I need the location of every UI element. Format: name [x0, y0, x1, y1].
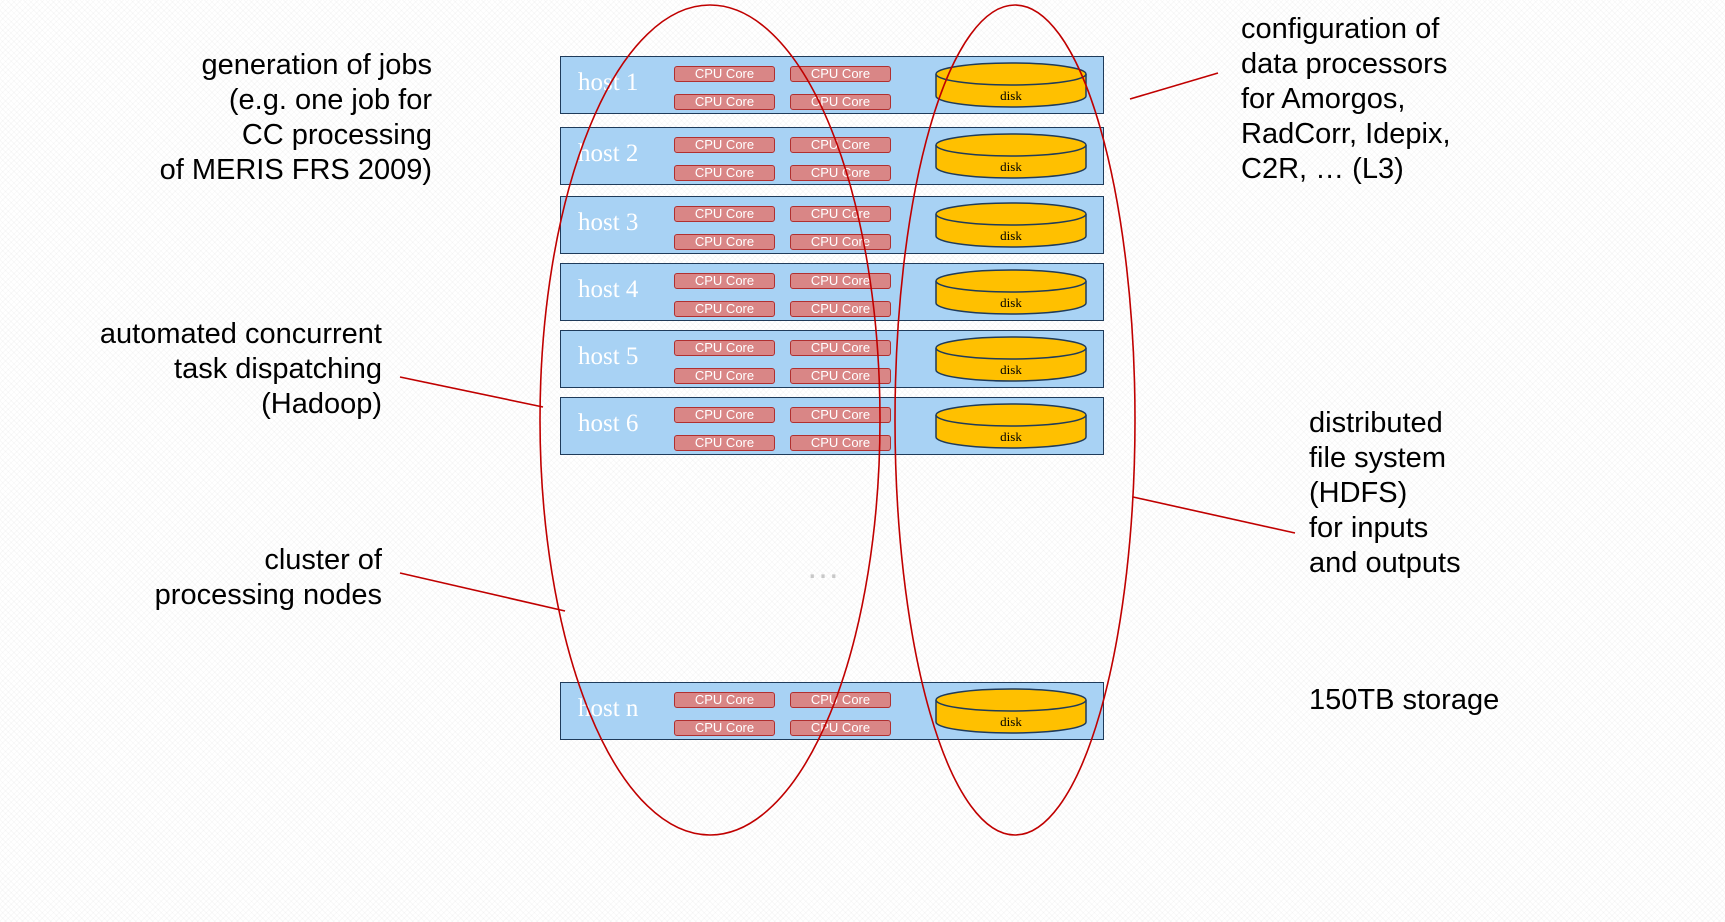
cpu-core: CPU Core [790, 165, 891, 181]
host-name: host 6 [578, 410, 639, 437]
cpu-core: CPU Core [790, 234, 891, 250]
cpu-core: CPU Core [790, 407, 891, 423]
cpu-core: CPU Core [674, 692, 775, 708]
host-name: host 4 [578, 276, 639, 303]
cpu-core: CPU Core [674, 273, 775, 289]
cpu-core: CPU Core [790, 301, 891, 317]
disk-label: disk [1000, 88, 1022, 103]
cpu-core: CPU Core [674, 407, 775, 423]
cpu-core: CPU Core [674, 165, 775, 181]
cpu-core: CPU Core [674, 66, 775, 82]
cpu-core: CPU Core [790, 720, 891, 736]
disk-label: disk [1000, 714, 1022, 729]
cpu-core: CPU Core [790, 435, 891, 451]
disk-icon: disk [934, 132, 1088, 180]
host-name: host 3 [578, 209, 639, 236]
cpu-core: CPU Core [790, 273, 891, 289]
disk-label: disk [1000, 159, 1022, 174]
host-name: host 2 [578, 140, 639, 167]
disk-icon: disk [934, 201, 1088, 249]
cpu-core: CPU Core [674, 137, 775, 153]
config-leader-line [1129, 72, 1219, 100]
cpu-core: CPU Core [790, 206, 891, 222]
dispatch-leader-line [399, 376, 544, 408]
more-hosts-ellipsis: … [806, 548, 842, 586]
cpu-core: CPU Core [790, 137, 891, 153]
cpu-core: CPU Core [674, 435, 775, 451]
jobs-label: generation of jobs (e.g. one job for CC … [159, 49, 432, 186]
disk-icon: disk [934, 687, 1088, 735]
cpu-core: CPU Core [790, 94, 891, 110]
disk-label: disk [1000, 228, 1022, 243]
storage-label: 150TB storage [1309, 684, 1500, 716]
disk-icon: disk [934, 268, 1088, 316]
cpu-core: CPU Core [674, 234, 775, 250]
disk-label: disk [1000, 429, 1022, 444]
cpu-core: CPU Core [674, 720, 775, 736]
cpu-core: CPU Core [674, 340, 775, 356]
cpu-core: CPU Core [790, 340, 891, 356]
host-name: host 1 [578, 69, 639, 96]
cluster-label: cluster of processing nodes [154, 544, 382, 611]
disk-icon: disk [934, 402, 1088, 450]
disk-label: disk [1000, 362, 1022, 377]
cluster-leader-line [399, 572, 566, 612]
host-name: host 5 [578, 343, 639, 370]
disk-icon: disk [934, 61, 1088, 109]
cpu-core: CPU Core [790, 368, 891, 384]
cpu-core: CPU Core [674, 301, 775, 317]
host-name: host n [578, 695, 639, 722]
cpu-core: CPU Core [674, 368, 775, 384]
cpu-core: CPU Core [674, 206, 775, 222]
cpu-core: CPU Core [790, 692, 891, 708]
disk-label: disk [1000, 295, 1022, 310]
hdfs-label: distributed file system (HDFS) for input… [1309, 407, 1461, 579]
hdfs-leader-line [1132, 496, 1296, 534]
disk-icon: disk [934, 335, 1088, 383]
config-label: configuration of data processors for Amo… [1241, 13, 1451, 185]
cpu-core: CPU Core [790, 66, 891, 82]
dispatch-label: automated concurrent task dispatching (H… [99, 318, 382, 420]
cpu-core: CPU Core [674, 94, 775, 110]
